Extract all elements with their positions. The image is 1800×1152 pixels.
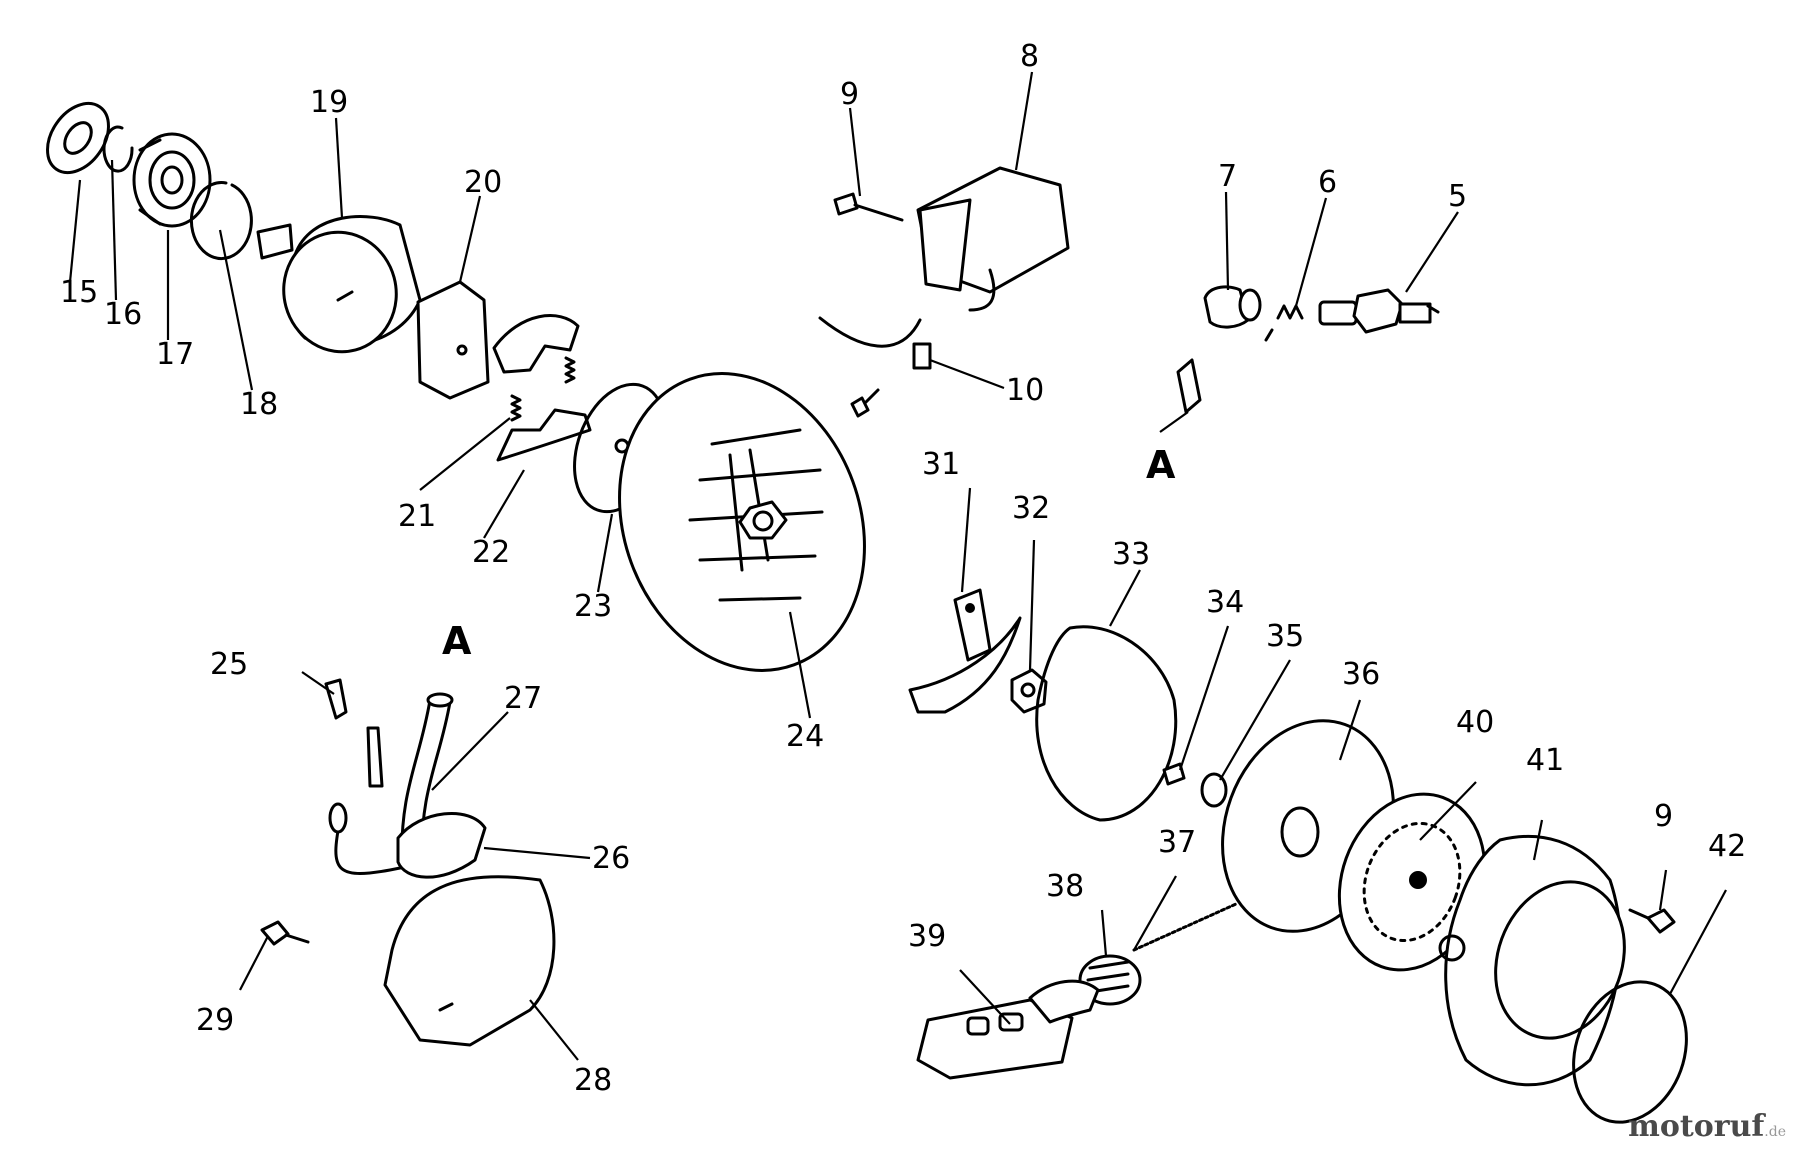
callout-20: 20 (464, 165, 502, 200)
callout-24: 24 (786, 719, 824, 754)
switch-bolt-part (260, 920, 310, 946)
clutch-shoe-upper-part (492, 314, 580, 374)
callout-25: 25 (210, 647, 248, 682)
callout-16: 16 (104, 297, 142, 332)
callout-17: 17 (156, 337, 194, 372)
flywheel-part (618, 372, 866, 672)
switch-screw-part (324, 678, 348, 720)
pawl-plate-part (908, 588, 1022, 714)
callout-36: 36 (1342, 657, 1380, 692)
watermark-tld: .de (1764, 1124, 1786, 1140)
callout-23: 23 (574, 589, 612, 624)
switch-housing-part (383, 875, 556, 1047)
callout-18: 18 (240, 387, 278, 422)
callout-31: 31 (922, 447, 960, 482)
plug-cap-part (1176, 285, 1262, 414)
callout-35: 35 (1266, 619, 1304, 654)
callout-21: 21 (398, 499, 436, 534)
ignition-lead-part (818, 316, 932, 418)
pulley-screw-part (1162, 762, 1186, 786)
callout-39: 39 (908, 919, 946, 954)
callout-9-lower: 9 (1654, 799, 1673, 834)
leader-lines (68, 71, 1727, 1061)
clutch-cover-part (416, 280, 490, 400)
clutch-drum-part (256, 215, 422, 354)
washer-part (46, 101, 110, 175)
callout-29: 29 (196, 1003, 234, 1038)
callout-38: 38 (1046, 869, 1084, 904)
bearing-part (132, 132, 212, 228)
callout-8: 8 (1020, 39, 1039, 74)
callout-22: 22 (472, 535, 510, 570)
callout-33: 33 (1112, 537, 1150, 572)
callout-34: 34 (1206, 585, 1244, 620)
starter-gasket-part (1035, 625, 1178, 822)
connector-label-lower: A (442, 619, 472, 663)
switch-plate-part (396, 812, 487, 879)
callout-5: 5 (1448, 179, 1467, 214)
callout-28: 28 (574, 1063, 612, 1098)
clutch-springs-part (510, 356, 576, 422)
plug-spring-part (1264, 304, 1304, 342)
clutch-shoe-lower-part (496, 408, 592, 462)
callout-40: 40 (1456, 705, 1494, 740)
callout-numbers: 15 16 17 18 19 20 21 22 23 24 8 9 10 7 6… (60, 39, 1746, 1098)
spark-plug-part (1318, 288, 1440, 334)
callout-9-upper: 9 (840, 77, 859, 112)
housing-bolt-part (1628, 908, 1676, 934)
callout-19: 19 (310, 85, 348, 120)
callout-7: 7 (1218, 159, 1237, 194)
circlip-part (189, 181, 253, 260)
callout-32: 32 (1012, 491, 1050, 526)
ground-wire-part (328, 726, 442, 875)
callout-27: 27 (504, 681, 542, 716)
callout-10: 10 (1006, 373, 1044, 408)
snap-ring-part (102, 125, 134, 173)
callout-42: 42 (1708, 829, 1746, 864)
callout-6: 6 (1318, 165, 1337, 200)
callout-26: 26 (592, 841, 630, 876)
starter-rope-part (1132, 902, 1238, 952)
ignition-coil-part (916, 166, 1070, 312)
pulley-washer-part (1200, 772, 1228, 808)
callout-15: 15 (60, 275, 98, 310)
starter-handle-part (916, 979, 1100, 1080)
watermark-name: motoruf (1628, 1109, 1765, 1144)
callout-37: 37 (1158, 825, 1196, 860)
cover-ring-part (1572, 980, 1688, 1124)
watermark: motoruf.de (1628, 1109, 1786, 1144)
starter-housing-part (1438, 834, 1626, 1087)
callout-41: 41 (1526, 743, 1564, 778)
coil-screw-part (833, 192, 904, 222)
connector-label-upper: A (1146, 443, 1176, 487)
